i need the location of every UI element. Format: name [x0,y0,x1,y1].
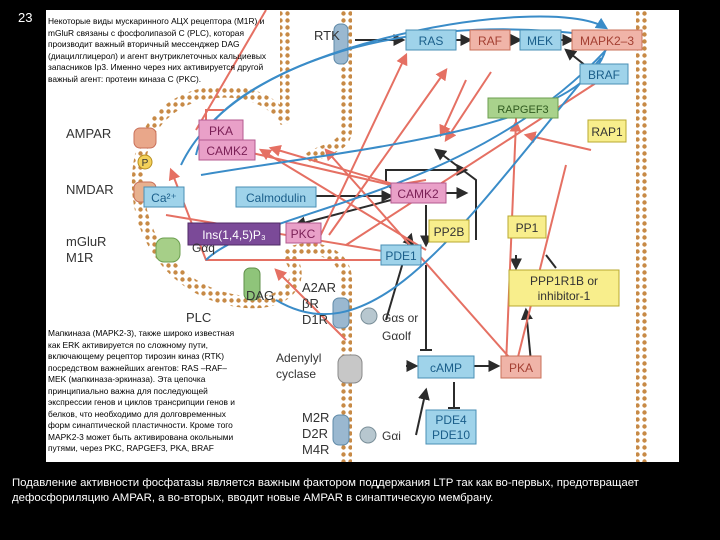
svg-text:Ca²⁺: Ca²⁺ [151,191,177,205]
label-d1r: D1R [302,312,328,327]
svg-text:PKA: PKA [209,124,233,138]
box-braf: BRAF [579,63,629,85]
svg-text:inhibitor-1: inhibitor-1 [538,289,591,303]
label-d2r: D2R [302,426,328,441]
box-pka-bottom: PKA [500,355,542,379]
svg-text:MAPK2–3: MAPK2–3 [580,34,634,48]
svg-text:RAS: RAS [419,34,444,48]
box-camk2-mid: CAMK2 [390,182,447,204]
box-ca: Ca²⁺ [143,186,185,208]
svg-text:PP2B: PP2B [434,225,465,239]
label-gaq: Gαq [192,241,215,255]
annotation-mapk: Мапкиназа (MAPK2-3), также широко извест… [48,328,274,455]
label-cyclase: cyclase [276,367,316,381]
svg-text:BRAF: BRAF [588,68,620,82]
annotation-top: Некоторые виды мускаринного АЦХ рецептор… [48,16,267,84]
box-pde4-pde10: PDE4 PDE10 [425,409,477,445]
svg-text:RAP1: RAP1 [591,125,623,139]
box-pp1: PP1 [507,215,547,239]
label-m2r: M2R [302,410,329,425]
label-br: βR [302,296,319,311]
box-rap1: RAP1 [587,119,627,143]
svg-text:PDE1: PDE1 [385,249,417,263]
label-mglur: mGluR [66,234,106,249]
label-gas: Gαs or [382,311,418,325]
svg-text:PKC: PKC [291,227,316,241]
box-calmodulin: Calmodulin [235,186,317,208]
svg-text:RAF: RAF [478,34,502,48]
box-pka-top: PKA [198,119,244,141]
label-gai: Gαi [382,429,401,443]
svg-text:CAMK2: CAMK2 [206,144,248,158]
signaling-pathway-figure: RAS RAF MEK MAPK2–3 BRAF RAPGEF3 RAP1 PK… [46,10,679,462]
box-camp: cAMP [417,355,475,379]
label-m1r: M1R [66,250,93,265]
label-a2ar: A2AR [302,280,336,295]
svg-text:Ins(1,4,5)P₃: Ins(1,4,5)P₃ [202,228,266,242]
box-mek: MEK [519,29,562,51]
box-ppp1r1b: PPP1R1B or inhibitor-1 [508,269,620,307]
box-mapk: MAPK2–3 [571,29,643,51]
svg-text:MEK: MEK [527,34,553,48]
box-raf: RAF [469,29,511,51]
svg-text:Calmodulin: Calmodulin [246,191,306,205]
label-adenylyl: Adenylyl [276,351,321,365]
svg-text:PP1: PP1 [516,221,539,235]
svg-text:PKA: PKA [509,361,533,375]
labels: RTK AMPAR P NMDAR mGluR M1R Gαq DAG PLC … [66,28,418,457]
label-p: P [142,158,149,169]
svg-text:CAMK2: CAMK2 [397,187,439,201]
slide-caption: Подавление активности фосфатазы является… [12,477,639,504]
box-ins: Ins(1,4,5)P₃ [187,222,281,246]
svg-text:cAMP: cAMP [430,361,462,375]
box-pkc: PKC [285,222,322,244]
box-ras: RAS [405,29,457,51]
pathway-diagram: RAS RAF MEK MAPK2–3 BRAF RAPGEF3 RAP1 PK… [66,10,648,462]
slide-number: 23 [18,10,33,25]
label-rtk: RTK [314,28,340,43]
svg-text:PDE10: PDE10 [432,428,470,442]
receptor-shapes [133,23,378,446]
label-golf: Gαolf [382,329,412,343]
arrows [165,10,619,436]
box-rapgef3: RAPGEF3 [487,97,559,119]
label-dag: DAG [246,288,274,303]
label-m4r: M4R [302,442,329,457]
label-plc: PLC [186,310,211,325]
label-ampar: AMPAR [66,126,111,141]
box-camk2-top: CAMK2 [198,139,256,161]
svg-text:PPP1R1B or: PPP1R1B or [530,274,598,288]
svg-text:PDE4: PDE4 [435,413,467,427]
spine-membrane [131,10,648,462]
svg-text:RAPGEF3: RAPGEF3 [497,104,548,116]
box-pde1: PDE1 [380,244,422,266]
label-nmdar: NMDAR [66,182,114,197]
box-pp2b: PP2B [428,219,470,243]
